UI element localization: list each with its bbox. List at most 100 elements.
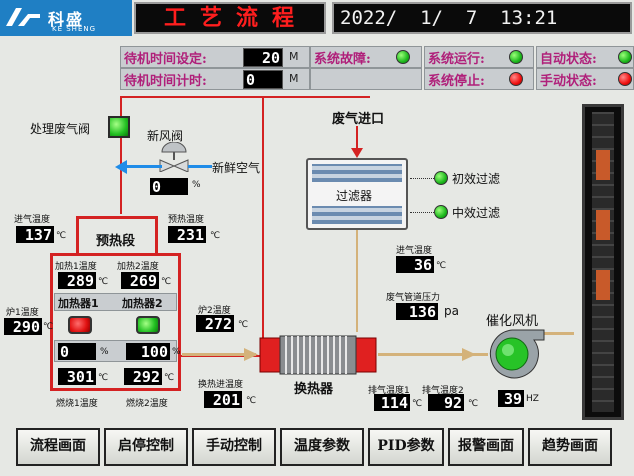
- fan-freq-unit: HZ: [526, 394, 539, 404]
- inlet-temp-unit: ℃: [56, 231, 67, 241]
- tower-element-3: [596, 270, 610, 300]
- medium-filter-leader: [410, 212, 434, 213]
- running-indicator: [509, 50, 523, 64]
- fresh-valve-unit: %: [192, 180, 201, 190]
- fan-icon[interactable]: [484, 326, 548, 380]
- red-pipe-h1: [120, 96, 370, 98]
- hot-pipe-in: [182, 353, 256, 356]
- exhaust1-unit: ℃: [412, 399, 423, 409]
- exch-in-temp-unit: ℃: [246, 396, 257, 406]
- nav-temp-params-button[interactable]: 温度参数: [280, 428, 364, 466]
- duct-pressure-value: 136: [396, 303, 438, 321]
- nav-alarm-button[interactable]: 报警画面: [448, 428, 524, 466]
- fan-outlet-pipe: [544, 332, 574, 335]
- fault-label: 系统故障:: [314, 52, 371, 67]
- treat-valve-button[interactable]: [108, 116, 130, 138]
- down-arrow-icon: [351, 148, 363, 158]
- fresh-air-arrow-icon: [115, 160, 127, 174]
- duct-pressure-unit: pa: [444, 304, 459, 318]
- waste-inlet-pipe: [356, 126, 358, 154]
- filter-media-top: [312, 164, 402, 182]
- exchanger-label: 换热器: [294, 382, 334, 397]
- logo-icon: [6, 8, 40, 26]
- standby-count-unit: M: [289, 72, 299, 85]
- burner1-temp-value: 301: [58, 368, 96, 386]
- standby-set-unit: M: [289, 50, 299, 63]
- blank-status-row: [310, 68, 422, 90]
- fault-indicator: [396, 50, 410, 64]
- nav-trend-button[interactable]: 趋势画面: [528, 428, 612, 466]
- exhaust2-label: 排气温度2: [422, 386, 464, 396]
- nav-manual-button[interactable]: 手动控制: [192, 428, 276, 466]
- manual-label: 手动状态:: [540, 74, 597, 89]
- standby-count-label: 待机时间计时:: [124, 74, 207, 89]
- preheat-temp-label: 预热温度: [168, 215, 205, 225]
- standby-count-display: 0: [243, 70, 283, 89]
- tower-element-2: [596, 210, 610, 240]
- primary-filter-indicator: [434, 171, 448, 185]
- duct-pressure-label: 废气管道压力: [386, 293, 441, 303]
- standby-set-input[interactable]: 20: [243, 48, 283, 67]
- furnace2-temp-label: 炉2温度: [198, 306, 231, 316]
- stopped-label: 系统停止:: [428, 74, 485, 89]
- inlet-temp2-label: 进气温度: [396, 246, 433, 256]
- standby-set-label: 待机时间设定:: [124, 52, 207, 67]
- exch-in-temp-label: 换热进温度: [198, 380, 244, 390]
- preheat-temp-unit: ℃: [210, 231, 221, 241]
- datetime-display: 2022/ 1/ 7 13:21: [332, 2, 632, 34]
- red-pipe-h2: [180, 355, 264, 357]
- stopped-row: [424, 68, 534, 90]
- nav-start-stop-button[interactable]: 启停控制: [104, 428, 188, 466]
- company-logo: 科盛 KE SHENG: [0, 0, 132, 36]
- burner2-temp-unit: ℃: [164, 373, 175, 383]
- treat-valve-label: 处理废气阀: [30, 122, 91, 136]
- flow-arrow-icon: [244, 348, 258, 361]
- medium-filter-indicator: [434, 205, 448, 219]
- exhaust2-value: 92: [428, 394, 464, 412]
- fault-row: [310, 46, 422, 68]
- furnace1-temp-unit: ℃: [43, 322, 54, 332]
- page-title: 工艺流程: [134, 2, 326, 34]
- heater2-label: 加热器2: [122, 297, 163, 310]
- flow-arrow-icon-2: [462, 348, 476, 361]
- preheat-section: [76, 216, 158, 258]
- tower-element-1: [596, 150, 610, 180]
- heater1-output-value: 0: [58, 343, 96, 361]
- fan-freq-value: 39: [498, 390, 524, 408]
- running-row: [424, 46, 534, 68]
- furnace2-temp-value: 272: [196, 315, 234, 333]
- heat2-temp-label: 加热2温度: [117, 262, 159, 272]
- heat2-temp-value: 269: [121, 272, 159, 290]
- primary-filter-label: 初效过滤: [452, 172, 501, 186]
- furnace1-temp-label: 炉1温度: [6, 308, 39, 318]
- auto-label: 自动状态:: [540, 52, 597, 67]
- heater2-output-unit: %: [172, 347, 181, 357]
- inlet-temp2-value: 36: [396, 256, 434, 274]
- filter-media-bottom: [312, 206, 402, 224]
- exch-in-temp-value: 201: [204, 391, 242, 409]
- filter-label: 过滤器: [336, 189, 373, 203]
- heater2-status-button[interactable]: [136, 316, 160, 334]
- stopped-indicator: [509, 72, 523, 86]
- nav-pid-params-button[interactable]: PID参数: [368, 428, 444, 466]
- burner1-temp-label: 燃烧1温度: [56, 399, 98, 409]
- outlet-pipe: [378, 353, 488, 356]
- fresh-valve-opening: 0: [150, 178, 188, 196]
- heat2-temp-unit: ℃: [161, 277, 172, 287]
- preheat-temp-value: 231: [168, 226, 206, 244]
- fresh-air-label: 新鲜空气: [212, 161, 261, 175]
- running-label: 系统运行:: [428, 52, 485, 67]
- tower-core: [592, 112, 614, 412]
- heater1-label: 加热器1: [58, 297, 99, 310]
- fresh-air-pipe-left: [122, 165, 162, 168]
- exhaust1-label: 排气温度1: [368, 386, 410, 396]
- red-pipe-v2: [262, 96, 264, 358]
- nav-flow-button[interactable]: 流程画面: [16, 428, 100, 466]
- burner2-temp-value: 292: [124, 368, 162, 386]
- fan-label: 催化风机: [486, 314, 539, 329]
- exhaust2-unit: ℃: [468, 399, 479, 409]
- inlet-temp-value: 137: [16, 226, 54, 244]
- heat-exchanger-icon[interactable]: [258, 332, 378, 378]
- heater1-status-button[interactable]: [68, 316, 92, 334]
- fresh-valve-label: 新风阀: [147, 129, 184, 143]
